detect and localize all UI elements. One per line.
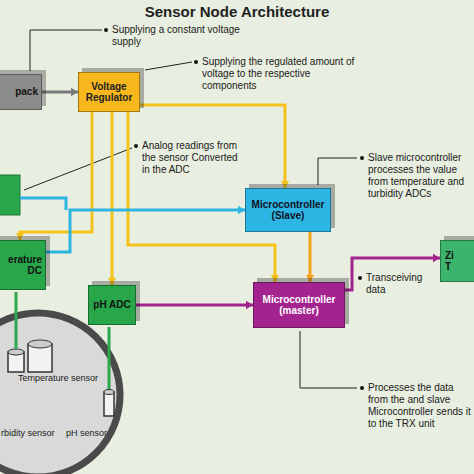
connector-arrow [136,301,253,309]
sensor-label: rbidity sensor [1,428,65,439]
connector-arrow [345,254,440,290]
sensor-wire [108,327,111,389]
diagram-title: Sensor Node Architecture [0,3,474,20]
transceiver-box: Zi T [440,240,474,282]
turbidity-adc [0,175,20,215]
regulator-box: Voltage Regulator [78,72,140,112]
box-label: erature DC [0,254,42,277]
microcontroller-box: Microcontroller (Slave) [245,188,331,232]
adc-box: pH ADC [88,285,136,325]
callout-note: Transceiving data [366,272,438,296]
adc-box: erature DC [0,240,46,290]
box-label: Microcontroller (Slave) [248,199,328,222]
microcontroller-box: Microcontroller (master) [253,282,345,328]
callout-note: Processes the data from the and slave Mi… [368,382,472,430]
box-label: pack [0,86,38,98]
connector-arrow [46,206,245,252]
signal-wire [20,198,66,210]
callout-note: Supplying a constant voltage supply [112,24,262,48]
sensor-wire [15,292,18,349]
leader-lines [24,30,357,388]
sensor-label: pH sensor [66,428,110,439]
connector-arrow [108,112,116,285]
battery-box: pack [0,74,42,110]
callout-note: Analog readings from the sensor Converte… [142,140,242,176]
connector-arrow [16,112,92,240]
callout-note: Slave microcontroller processes the valu… [368,152,472,200]
connector-arrow [42,88,78,96]
sensor-housing [0,313,120,474]
box-label: Zi T [445,250,461,273]
box-label: Microcontroller (master) [256,294,342,317]
box-label: Voltage Regulator [80,81,138,104]
connector-arrow [306,232,314,282]
connector-arrow [140,105,289,188]
sensor-label: Temperature sensor [18,373,113,384]
box-label: pH ADC [90,299,134,311]
sensor-cylinders [8,340,114,416]
callout-note: Supplying the regulated amount of voltag… [202,56,367,92]
